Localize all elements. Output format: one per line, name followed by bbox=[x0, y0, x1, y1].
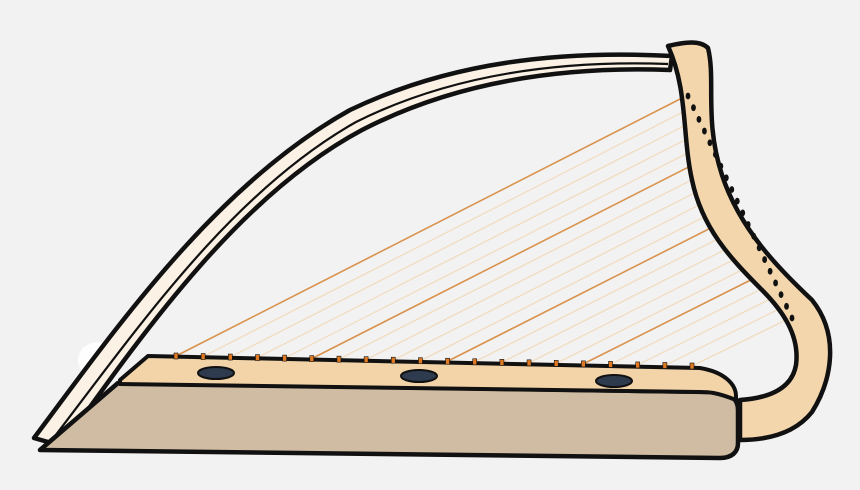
string-peg bbox=[390, 356, 396, 364]
tuning-pins bbox=[685, 92, 795, 322]
string-peg bbox=[200, 353, 206, 360]
string-peg bbox=[445, 357, 450, 365]
soundboard-side bbox=[37, 380, 741, 461]
harp-string bbox=[528, 247, 758, 364]
tuning-pin bbox=[784, 302, 789, 310]
harp-string bbox=[365, 177, 725, 361]
tuning-pin bbox=[691, 104, 696, 112]
string-peg bbox=[255, 354, 260, 361]
harp-string bbox=[230, 118, 698, 358]
harp-string bbox=[392, 188, 731, 361]
harp-string bbox=[338, 165, 720, 360]
string-peg bbox=[472, 358, 478, 366]
sound-hole-right bbox=[595, 374, 633, 388]
harp-string bbox=[420, 200, 736, 362]
harp-string bbox=[664, 305, 785, 367]
string-peg bbox=[526, 359, 532, 367]
tuning-pin bbox=[702, 127, 707, 135]
string-peg bbox=[173, 352, 179, 360]
string-peg bbox=[689, 362, 695, 370]
string-peg bbox=[662, 362, 668, 369]
tuning-pin bbox=[685, 92, 691, 100]
harp-string bbox=[257, 130, 703, 359]
string-peg bbox=[553, 360, 559, 367]
tuning-pin bbox=[745, 221, 751, 228]
string-peg bbox=[581, 360, 586, 368]
harp-neck bbox=[31, 52, 675, 449]
tuning-pin bbox=[778, 291, 784, 299]
string-peg bbox=[635, 361, 640, 369]
tuning-pin bbox=[707, 139, 713, 147]
tuning-pin bbox=[773, 279, 778, 287]
harp-string bbox=[691, 317, 791, 367]
string-pegs bbox=[173, 352, 695, 370]
string-peg bbox=[418, 357, 423, 365]
tuning-pin bbox=[712, 151, 718, 158]
string-peg bbox=[363, 356, 369, 363]
sound-hole-left bbox=[197, 366, 235, 380]
string-peg bbox=[499, 359, 505, 366]
tuning-pin bbox=[789, 314, 795, 322]
tuning-pin bbox=[718, 162, 724, 170]
harp-string bbox=[555, 258, 763, 364]
harp-string bbox=[501, 235, 752, 363]
tuning-pin bbox=[767, 267, 773, 275]
string-peg bbox=[309, 355, 315, 362]
string-peg bbox=[282, 354, 287, 362]
harp-string bbox=[583, 270, 769, 365]
string-peg bbox=[228, 353, 233, 361]
tuning-pin bbox=[762, 256, 768, 263]
harp-string bbox=[284, 142, 709, 359]
harp-string bbox=[474, 223, 747, 363]
string-peg bbox=[608, 361, 613, 368]
harp-string bbox=[311, 153, 714, 360]
harp-strings bbox=[175, 95, 791, 367]
tuning-pin bbox=[756, 244, 762, 252]
harp-string bbox=[637, 294, 780, 366]
harp-string bbox=[610, 282, 774, 366]
string-peg bbox=[336, 355, 342, 363]
tuning-pin bbox=[723, 174, 729, 182]
sound-hole-center bbox=[400, 369, 438, 383]
harp-string bbox=[175, 95, 687, 357]
harp-string bbox=[202, 107, 692, 358]
neck-inner-line bbox=[51, 62, 669, 441]
tuning-pin bbox=[696, 115, 702, 123]
tuning-pin bbox=[734, 197, 740, 205]
harp-string bbox=[447, 212, 742, 362]
tuning-pin bbox=[729, 186, 735, 193]
tuning-pin bbox=[740, 209, 746, 217]
tuning-pin bbox=[751, 232, 757, 240]
